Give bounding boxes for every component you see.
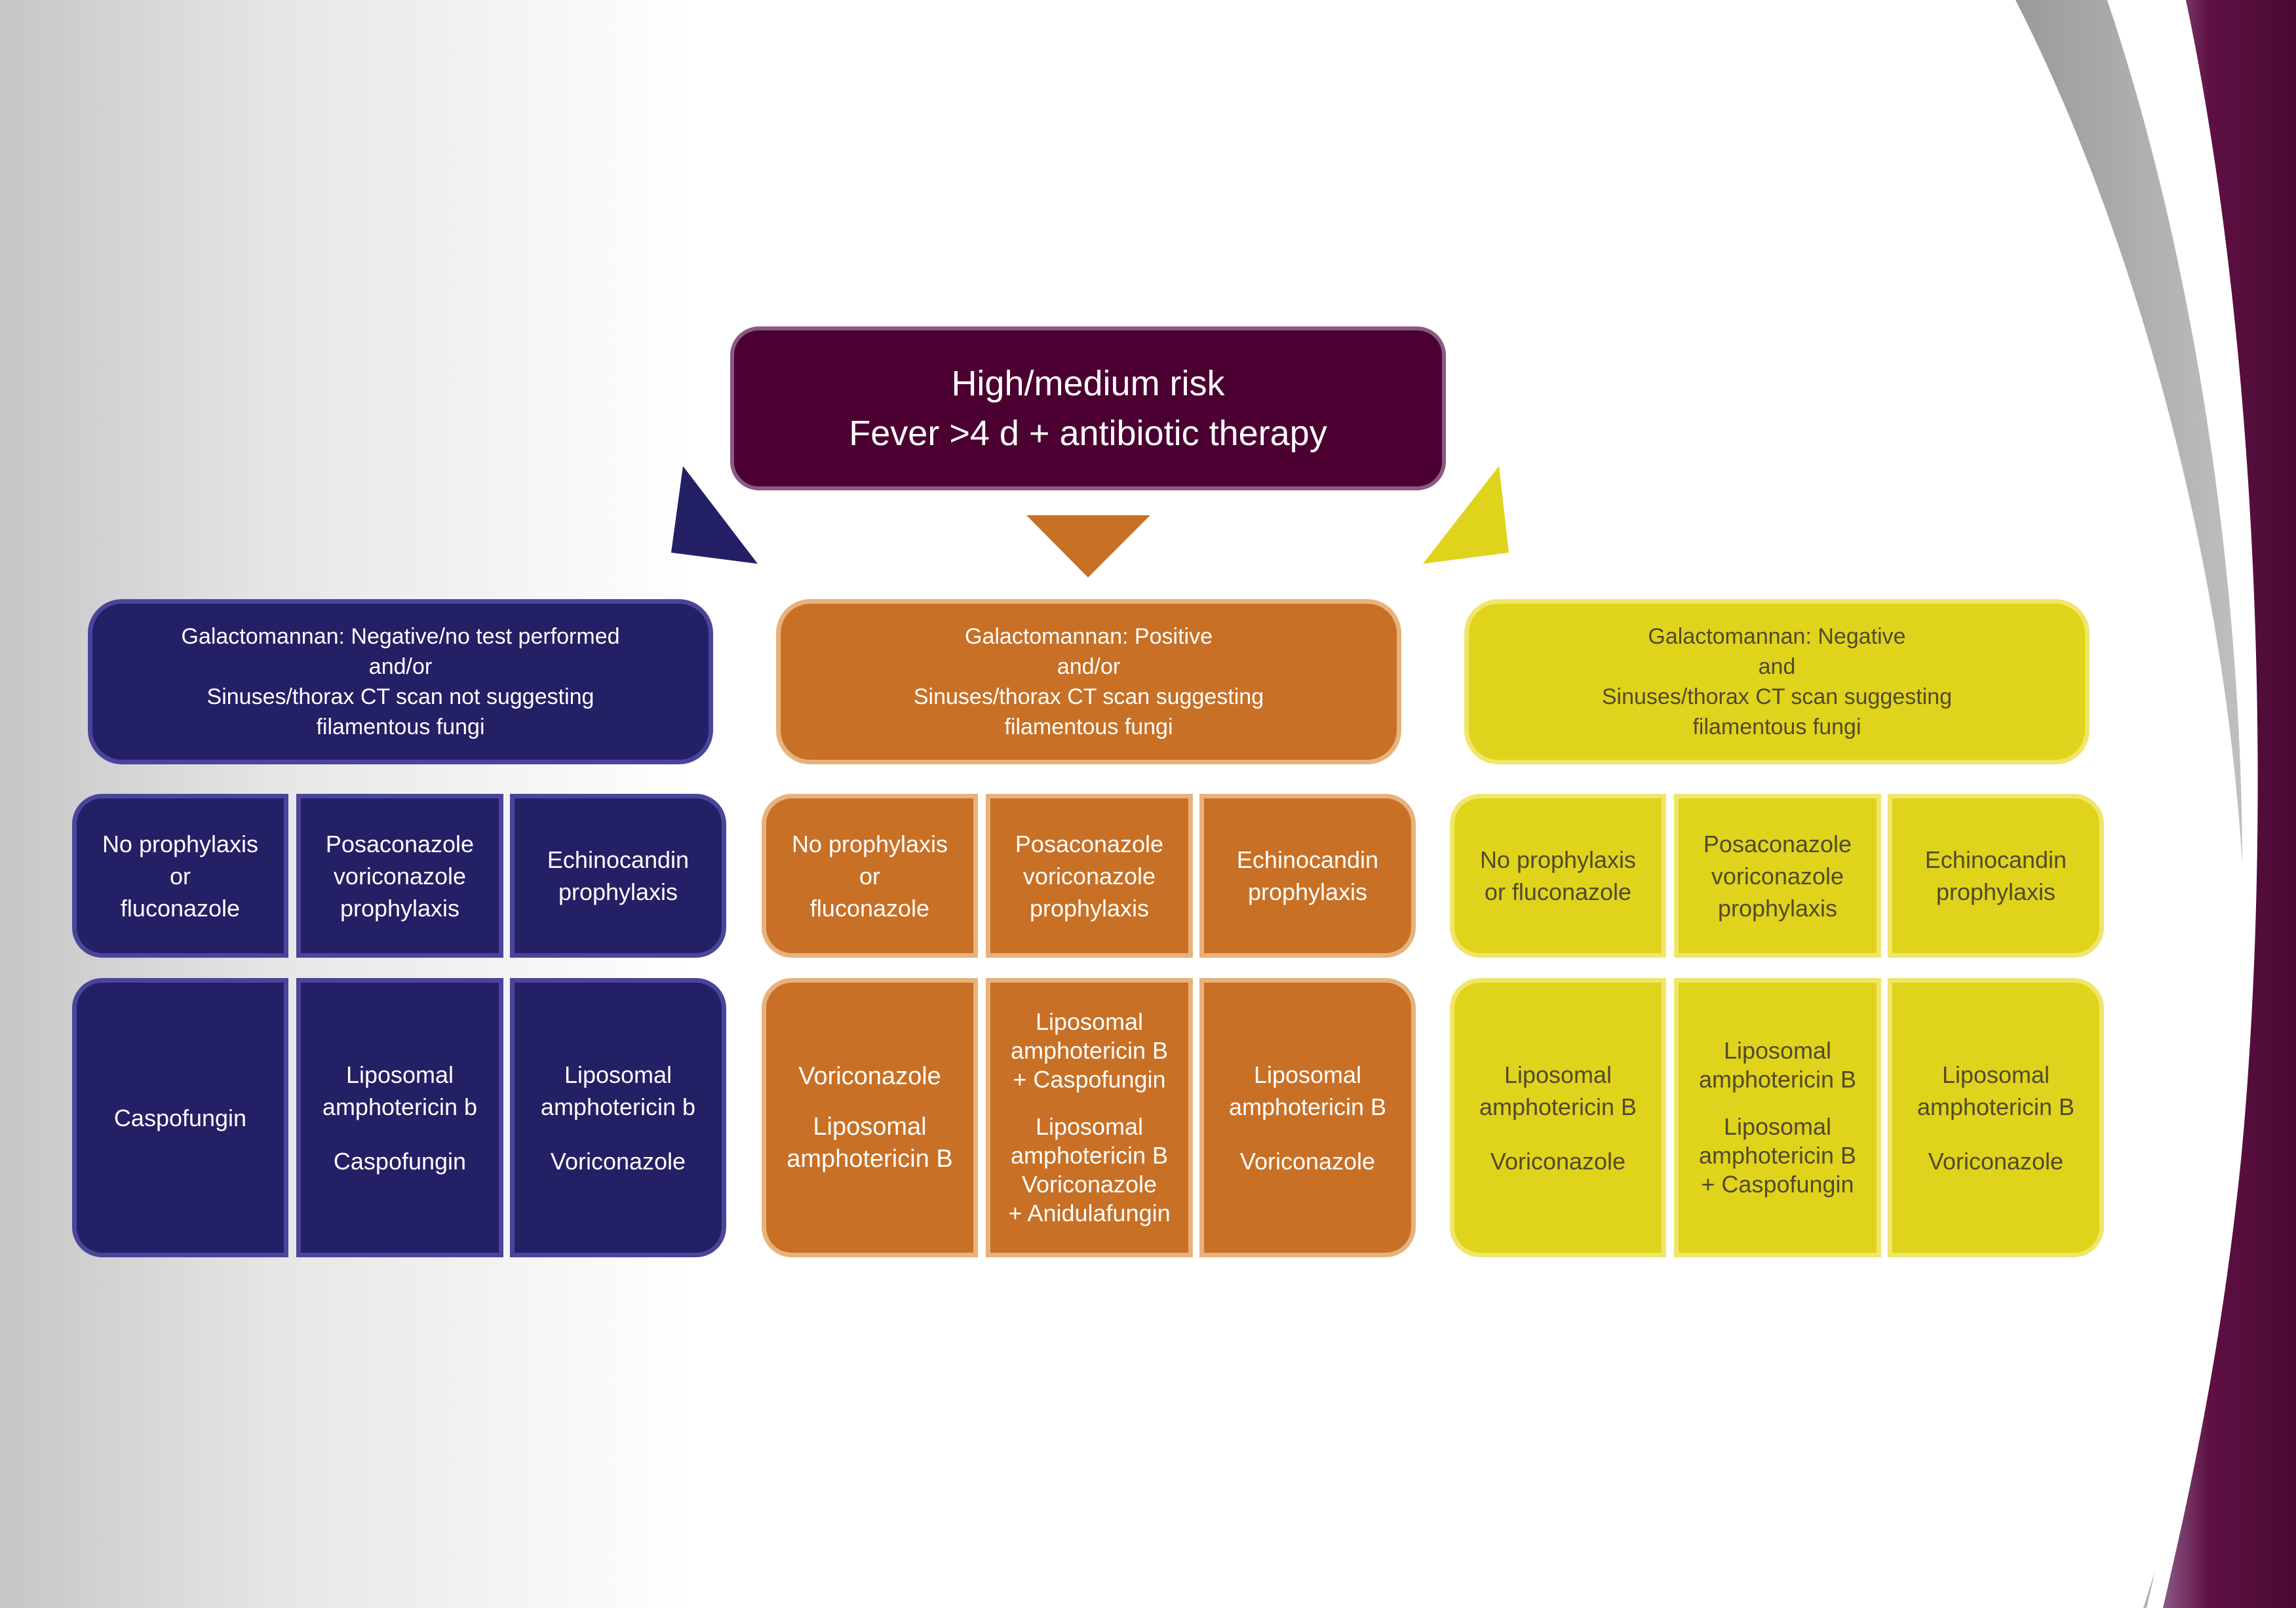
header-line: filamentous fungi [316,715,485,739]
cell-line: Caspofungin [113,1104,247,1131]
header-line: and/or [368,654,433,679]
cell-line: amphotericin b [540,1093,696,1120]
arrow-left-icon [671,466,758,564]
cell-line: amphotericin b [322,1093,478,1120]
branch-1-treatment-1: Caspofungin [72,978,288,1257]
cell-line: fluconazole [809,894,930,922]
header-line: Sinuses/thorax CT scan suggesting [913,684,1264,709]
cell-line: Echinocandin [1924,846,2067,873]
cell-line: amphotericin B [787,1145,953,1173]
branch-2-treatment-2: Liposomal amphotericin B + Caspofungin L… [986,978,1193,1257]
header-line: Sinuses/thorax CT scan suggesting [1601,684,1953,709]
branch-1-prophylaxis-3: Echinocandin prophylaxis [510,794,726,958]
cell-line: amphotericin B [1698,1066,1857,1093]
cell-line: Posaconazole [325,830,475,857]
branch-3-prophylaxis-1: No prophylaxis or fluconazole [1450,794,1666,958]
cell-line: voriconazole [1711,862,1844,890]
risk-criteria-text: Fever >4 d + antibiotic therapy [849,414,1327,453]
cell-line: + Caspofungin [1013,1066,1166,1093]
cell-line: voriconazole [333,862,467,890]
branch-2-treatment-3: Liposomal amphotericin B Voriconazole [1199,978,1416,1257]
cell-line: + Anidulafungin [1008,1200,1171,1226]
cell-line: Liposomal [1723,1113,1832,1140]
cell-line: prophylaxis [1936,878,2056,905]
risk-header-box: High/medium risk Fever >4 d + antibiotic… [730,326,1446,490]
cell-line: Caspofungin [333,1147,467,1175]
cell-line: Echinocandin [1236,846,1379,873]
cell-line: Echinocandin [547,846,690,873]
branch-1-header: Galactomannan: Negative/no test performe… [88,599,713,764]
cell-line: prophylaxis [558,878,678,905]
purple-ribbon [2163,0,2296,1608]
branch-3-header: Galactomannan: Negative and Sinuses/thor… [1464,599,2090,764]
branch-3-treatment-2: Liposomal amphotericin B Liposomal ampho… [1674,978,1881,1257]
cell-line: prophylaxis [1247,878,1368,905]
cell-line: amphotericin B [1010,1037,1169,1064]
cell-line: amphotericin B [1479,1093,1637,1120]
cell-line: Voriconazole [798,1062,941,1090]
cell-line: Liposomal [1723,1037,1832,1064]
branch-1-prophylaxis-1: No prophylaxis or fluconazole [72,794,288,958]
cell-line: Posaconazole [1015,830,1164,857]
cell-line: amphotericin B [1010,1142,1169,1169]
branch-1-prophylaxis-2: Posaconazole voriconazole prophylaxis [296,794,503,958]
branch-3-prophylaxis-3: Echinocandin prophylaxis [1888,794,2104,958]
header-line: Sinuses/thorax CT scan not suggesting [206,684,594,709]
cell-line: voriconazole [1022,862,1156,890]
header-line: and [1758,654,1796,679]
cell-line: fluconazole [120,894,241,922]
cell-line: No prophylaxis [791,830,948,857]
cell-line: Liposomal [345,1061,454,1088]
cell-line: prophylaxis [1717,894,1838,922]
branch-2-prophylaxis-3: Echinocandin prophylaxis [1199,794,1416,958]
cell-line: Voriconazole [1239,1147,1376,1175]
arrow-right-icon [1423,466,1509,564]
cell-line: Liposomal [1941,1061,2050,1088]
cell-line: prophylaxis [1029,894,1150,922]
cell-line: Voriconazole [1928,1147,2064,1175]
cell-line: Liposomal [1035,1008,1144,1035]
branch-3-treatment-1: Liposomal amphotericin B Voriconazole [1450,978,1666,1257]
header-line: filamentous fungi [1692,715,1861,739]
cell-line: amphotericin B [1228,1093,1387,1120]
branch-2-prophylaxis-1: No prophylaxis or fluconazole [762,794,978,958]
cell-line: Liposomal [1035,1113,1144,1140]
branch-2-header: Galactomannan: Positive and/or Sinuses/t… [776,599,1401,764]
cell-line: Voriconazole [1021,1171,1158,1198]
branch-3-treatment-3: Liposomal amphotericin B Voriconazole [1888,978,2104,1257]
cell-line: amphotericin B [1698,1142,1857,1169]
cell-line: or [859,862,880,890]
arrow-down-icon [1026,515,1150,578]
header-line: Galactomannan: Positive [965,624,1213,649]
cell-line: or fluconazole [1484,878,1632,905]
cell-line: Liposomal [564,1061,672,1088]
branch-1-treatment-2: Liposomal amphotericin b Caspofungin [296,978,503,1257]
header-line: and/or [1057,654,1121,679]
cell-line: prophylaxis [340,894,460,922]
cell-line: Liposomal [1504,1061,1612,1088]
cell-line: Voriconazole [550,1147,686,1175]
header-line: filamentous fungi [1004,715,1173,739]
cell-line: amphotericin B [1917,1093,2075,1120]
cell-line: Voriconazole [1490,1147,1626,1175]
cell-line: No prophylaxis [1479,846,1637,873]
cell-line: Liposomal [813,1112,927,1141]
branch-2-prophylaxis-2: Posaconazole voriconazole prophylaxis [986,794,1193,958]
risk-level-text: High/medium risk [951,364,1225,403]
cell-line: Posaconazole [1703,830,1852,857]
cell-line: or [169,862,191,890]
cell-line: + Caspofungin [1701,1171,1854,1198]
header-line: Galactomannan: Negative [1648,624,1906,649]
cell-line: Liposomal [1253,1061,1362,1088]
branch-1-treatment-3: Liposomal amphotericin b Voriconazole [510,978,726,1257]
branch-2-treatment-1: Voriconazole Liposomal amphotericin B [762,978,978,1257]
cell-line: No prophylaxis [102,830,259,857]
header-line: Galactomannan: Negative/no test performe… [181,624,620,649]
branch-3-prophylaxis-2: Posaconazole voriconazole prophylaxis [1674,794,1881,958]
